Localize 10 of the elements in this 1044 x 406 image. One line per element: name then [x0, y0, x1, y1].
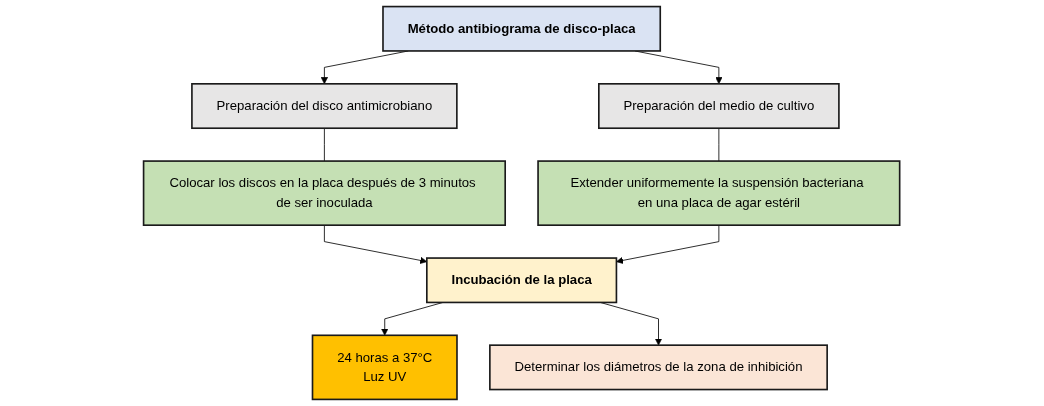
node-box: Preparación del medio de cultivo: [598, 83, 841, 130]
node-box: Preparación del disco antimicrobiano: [191, 83, 459, 130]
node-box: Extender uniformemente la suspensión bacteriana en una placa de agar estéril: [537, 160, 901, 226]
node-box: 24 horas a 37°C Luz UV: [312, 334, 459, 401]
node-box: Método antibiograma de disco-placa: [382, 5, 662, 52]
connector: [718, 127, 720, 162]
node-box: Incubación de la placa: [426, 257, 618, 304]
connector: [324, 127, 326, 162]
node-box: Determinar los diámetros de la zona de inhibición: [489, 344, 829, 391]
node-box: Colocar los discos en la placa después de 3 minutos de ser inoculada: [143, 160, 507, 226]
